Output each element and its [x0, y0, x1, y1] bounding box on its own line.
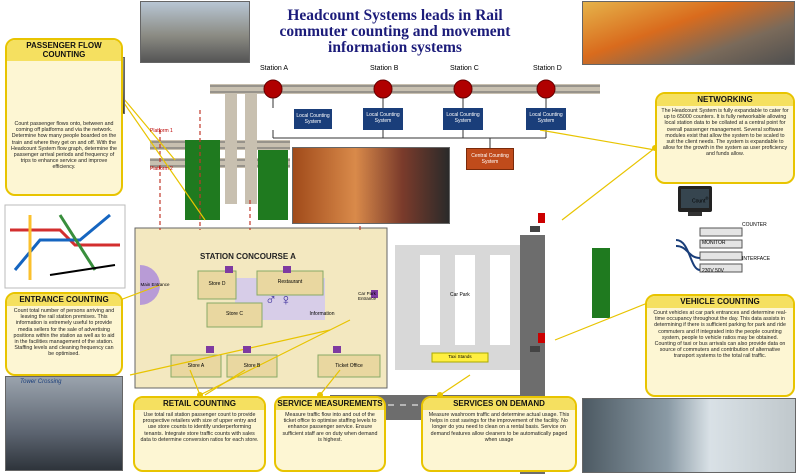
platform-label-2: Platform 2 — [150, 166, 173, 172]
central-counting-system: Central Counting System — [466, 148, 514, 170]
retail-text: Use total rail station passenger count t… — [140, 412, 259, 443]
service-text: Measure traffic flow into and out of the… — [282, 412, 378, 443]
concourse-title: STATION CONCOURSE A — [200, 252, 296, 261]
car-park-label: Car Park — [450, 292, 470, 298]
station-platform-photo — [292, 147, 450, 224]
interface-legend: INTERFACE — [742, 256, 771, 262]
sensor-markers — [206, 266, 378, 353]
station-label-a: Station A — [260, 65, 289, 72]
escalator-photo — [5, 376, 123, 471]
restaurant-label: Restaurant — [277, 279, 303, 285]
vehicle-text: Count vehicles at car park entrances and… — [653, 310, 787, 360]
taxi-rank-block — [431, 352, 489, 363]
station-links — [272, 98, 547, 148]
local-counting-system-b: Local Counting System — [363, 108, 403, 130]
services-on-demand-box: SERVICES ON DEMAND Measure washroom traf… — [421, 396, 577, 472]
green-verge — [592, 248, 610, 318]
equipment-photo — [582, 398, 796, 473]
network-equipment — [675, 186, 743, 273]
on-demand-heading: SERVICES ON DEMAND — [423, 398, 575, 410]
male-restroom-icon: ♂ — [265, 292, 277, 309]
platform-area-1 — [185, 140, 220, 220]
store-a-label: Store A — [187, 363, 205, 369]
store-d-label: Store D — [208, 281, 226, 287]
station-node-c — [453, 79, 473, 99]
main-entrance-label: Main Entrance — [140, 282, 170, 287]
vehicle-heading: VEHICLE COUNTING — [647, 296, 793, 308]
local-counting-system-a: Local Counting System — [293, 108, 333, 130]
restaurant-block — [256, 270, 324, 296]
store-d-block — [197, 270, 237, 300]
station-node-d — [536, 79, 556, 99]
counter-legend: COUNTER — [742, 222, 767, 228]
passenger-flow-box: PASSENGER FLOW COUNTING Count passenger … — [5, 38, 123, 196]
entrance-text: Count total number of persons arriving a… — [13, 308, 115, 358]
entrance-heading: ENTRANCE COUNTING — [7, 294, 121, 306]
platform-area-2 — [258, 150, 288, 220]
store-b-label: Store B — [243, 363, 261, 369]
counter-icon-label: Count® — [692, 196, 709, 205]
passenger-flow-heading: PASSENGER FLOW COUNTING — [7, 40, 121, 61]
taxi-rank-label: Taxi Stands — [448, 354, 472, 359]
passenger-flow-text: Count passenger flows onto, between and … — [11, 121, 117, 171]
retail-heading: RETAIL COUNTING — [135, 398, 264, 410]
store-b-block — [226, 354, 278, 378]
store-c-label: Store C — [226, 311, 243, 317]
entrance-counting-box: ENTRANCE COUNTING Count total number of … — [5, 292, 123, 376]
main-entrance-shape — [140, 265, 160, 305]
female-restroom-icon: ♀ — [280, 292, 292, 309]
local-counting-system-c: Local Counting System — [443, 108, 483, 130]
sensor-legend: 230V 50V — [702, 268, 724, 274]
station-node-a — [263, 79, 283, 99]
car-park-entrance-label: Car Park Entrance — [357, 291, 376, 301]
station-label-b: Station B — [370, 65, 399, 72]
car-park-bays — [420, 255, 510, 345]
information-label: Information — [309, 311, 335, 317]
ticket-office-block — [317, 354, 381, 378]
commuter-train-photo — [140, 1, 250, 63]
page-title: Headcount Systems leads in Rail commuter… — [279, 7, 511, 56]
networking-box: NETWORKING The Headcount System is fully… — [655, 92, 795, 184]
station-nodes — [263, 79, 556, 99]
metro-caption: Tower Crossing — [20, 379, 62, 385]
high-speed-train-photo — [582, 1, 795, 65]
on-demand-text: Measure washroom traffic and determine a… — [428, 412, 570, 443]
store-c-block — [206, 302, 263, 328]
service-measurements-box: SERVICE MEASUREMENTS Measure traffic flo… — [274, 396, 386, 472]
station-label-d: Station D — [533, 65, 562, 72]
networking-heading: NETWORKING — [657, 94, 793, 106]
rail-track-vertical — [225, 94, 257, 204]
retail-counting-box: RETAIL COUNTING Use total rail station p… — [133, 396, 266, 472]
networking-text: The Headcount System is fully expandable… — [661, 108, 789, 158]
ticket-office-label: Ticket Office — [335, 363, 363, 369]
service-heading: SERVICE MEASUREMENTS — [276, 398, 384, 410]
vehicle-sensors — [530, 213, 545, 352]
local-counting-system-d: Local Counting System — [526, 108, 566, 130]
metro-map — [4, 204, 126, 289]
station-label-c: Station C — [450, 65, 479, 72]
vehicle-counting-box: VEHICLE COUNTING Count vehicles at car p… — [645, 294, 795, 397]
platform-label-1: Platform 1 — [150, 128, 173, 134]
monitor-legend: MONITOR — [702, 240, 726, 246]
station-node-b — [373, 79, 393, 99]
